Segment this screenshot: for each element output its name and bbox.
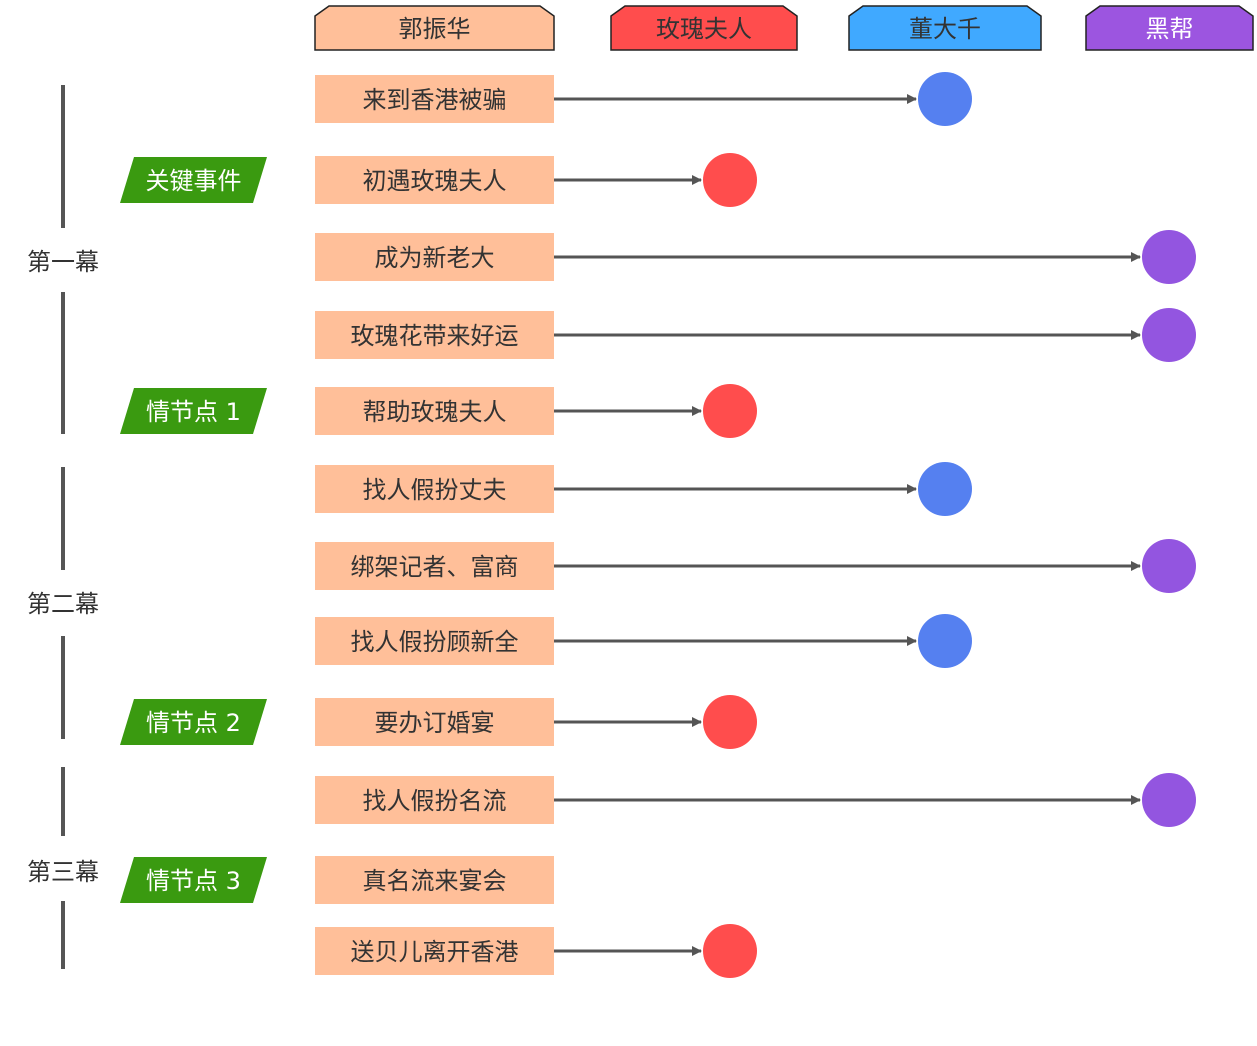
character-header-label: 黑帮: [1146, 15, 1194, 43]
character-header: 董大千: [848, 5, 1042, 51]
plot-tag: 情节点 1: [120, 388, 267, 434]
event-box: [315, 542, 554, 590]
character-dot: [703, 695, 757, 749]
event-row: 真名流来宴会: [315, 856, 554, 904]
character-dot: [703, 153, 757, 207]
plot-tag: 情节点 2: [120, 699, 267, 745]
event-box: [315, 856, 554, 904]
event-row: 玫瑰花带来好运: [315, 308, 1196, 362]
event-label: 成为新老大: [375, 244, 495, 272]
character-dot: [1142, 539, 1196, 593]
character-header-shape: [314, 5, 555, 51]
event-row: 初遇玫瑰夫人: [315, 153, 757, 207]
character-dot: [1142, 773, 1196, 827]
plot-tag-shape: [120, 699, 267, 745]
character-header: 黑帮: [1085, 5, 1254, 51]
event-row: 送贝儿离开香港: [315, 924, 757, 978]
event-row: 帮助玫瑰夫人: [315, 384, 757, 438]
character-header: 郭振华: [314, 5, 555, 51]
character-dot: [918, 72, 972, 126]
act-label: 第二幕: [27, 590, 99, 618]
plot-tag-label: 情节点 3: [146, 867, 241, 895]
character-dot: [918, 614, 972, 668]
event-row: 找人假扮名流: [315, 773, 1196, 827]
plot-tag-shape: [120, 157, 267, 203]
event-label: 找人假扮丈夫: [363, 476, 507, 504]
character-header-label: 郭振华: [399, 15, 471, 43]
event-box: [315, 776, 554, 824]
event-label: 要办订婚宴: [375, 709, 495, 737]
character-header-shape: [610, 5, 798, 51]
event-box: [315, 927, 554, 975]
event-row: 要办订婚宴: [315, 695, 757, 749]
character-dot: [703, 924, 757, 978]
character-dot: [1142, 230, 1196, 284]
event-box: [315, 75, 554, 123]
event-box: [315, 617, 554, 665]
character-header: 玫瑰夫人: [610, 5, 798, 51]
plot-tag: 关键事件: [120, 157, 267, 203]
event-label: 帮助玫瑰夫人: [363, 398, 507, 426]
event-label: 找人假扮顾新全: [351, 628, 519, 656]
character-header-shape: [848, 5, 1042, 51]
event-label: 真名流来宴会: [363, 867, 507, 895]
event-row: 绑架记者、富商: [315, 539, 1196, 593]
event-label: 绑架记者、富商: [351, 553, 519, 581]
event-label: 初遇玫瑰夫人: [363, 167, 507, 195]
event-box: [315, 387, 554, 435]
act-label: 第一幕: [27, 248, 99, 276]
plot-tag-shape: [120, 388, 267, 434]
plot-tag-shape: [120, 857, 267, 903]
event-rows: 来到香港被骗初遇玫瑰夫人成为新老大玫瑰花带来好运帮助玫瑰夫人找人假扮丈夫绑架记者…: [315, 72, 1196, 978]
event-label: 来到香港被骗: [363, 86, 507, 114]
event-box: [315, 156, 554, 204]
event-box: [315, 233, 554, 281]
character-headers: 郭振华 玫瑰夫人 董大千 黑帮: [314, 5, 1254, 51]
event-label: 送贝儿离开香港: [351, 938, 519, 966]
character-header-label: 董大千: [909, 15, 981, 43]
plot-tag-label: 情节点 2: [146, 709, 241, 737]
character-dot: [703, 384, 757, 438]
event-row: 来到香港被骗: [315, 72, 972, 126]
event-label: 找人假扮名流: [363, 787, 507, 815]
event-row: 成为新老大: [315, 230, 1196, 284]
character-header-shape: [1085, 5, 1254, 51]
event-box: [315, 311, 554, 359]
act-label: 第三幕: [27, 858, 99, 886]
event-label: 玫瑰花带来好运: [351, 322, 519, 350]
event-box: [315, 465, 554, 513]
plot-tag-label: 情节点 1: [146, 398, 241, 426]
event-row: 找人假扮顾新全: [315, 614, 972, 668]
event-box: [315, 698, 554, 746]
event-row: 找人假扮丈夫: [315, 462, 972, 516]
character-header-label: 玫瑰夫人: [656, 15, 752, 43]
plot-tag: 情节点 3: [120, 857, 267, 903]
character-dot: [1142, 308, 1196, 362]
character-dot: [918, 462, 972, 516]
plot-tag-label: 关键事件: [146, 167, 242, 195]
